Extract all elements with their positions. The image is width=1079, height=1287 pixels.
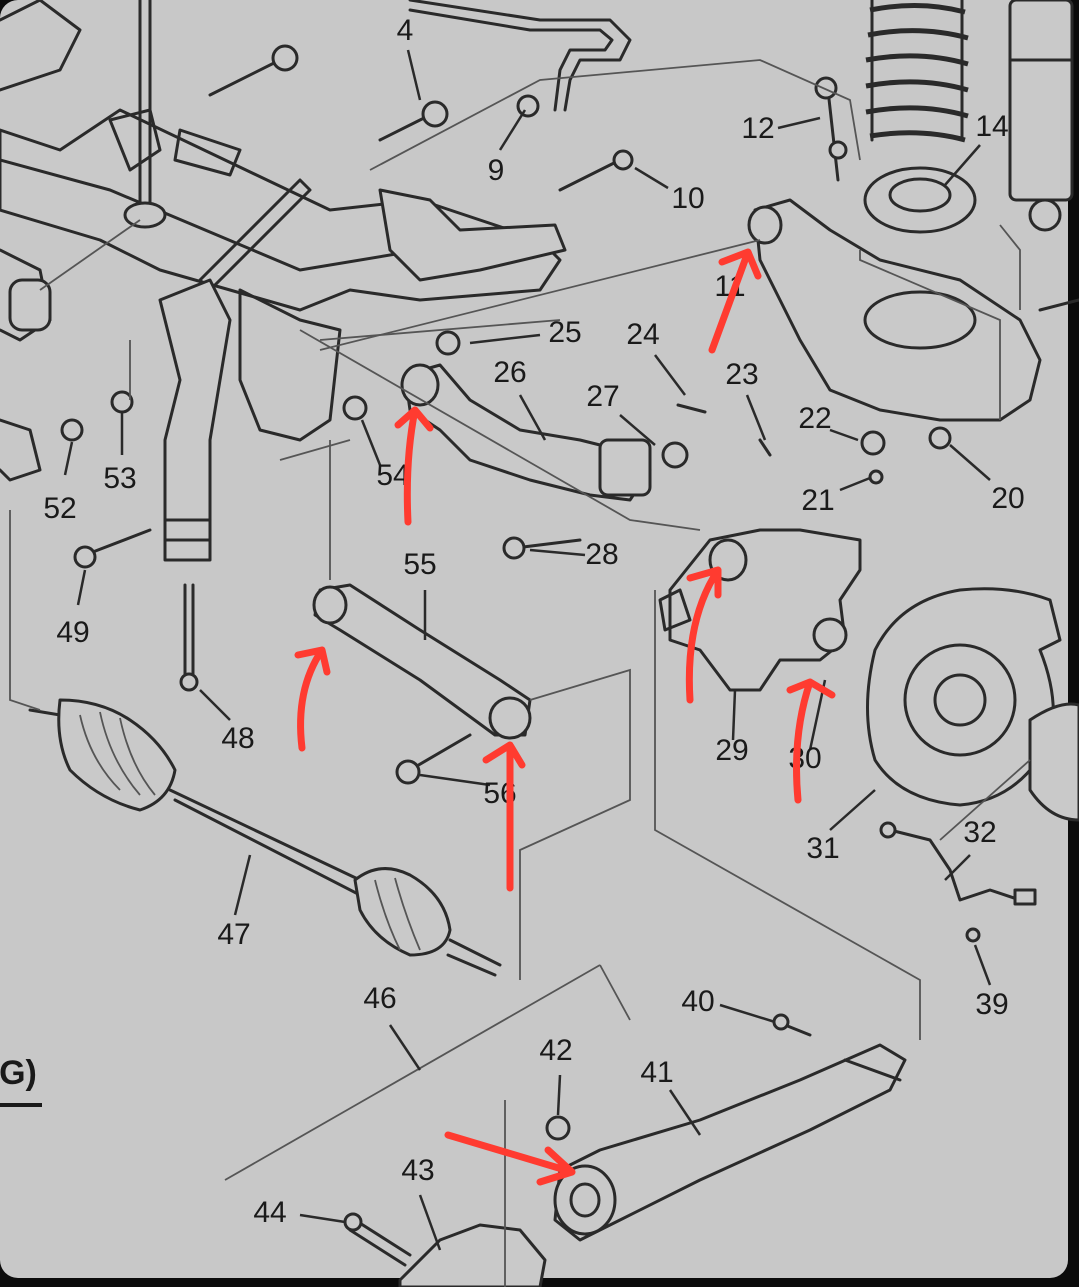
red-arrow-knuckle-upper [685,566,722,704]
red-arrow-spring-link-bushing [708,248,762,354]
callout-20: 20 [991,482,1024,515]
callout-24: 24 [626,318,659,351]
callout-12: 12 [741,112,774,145]
spring-link-arm [747,198,1042,422]
callout-14: 14 [975,110,1008,143]
trailing-arm-bracket [398,1223,547,1287]
callout-21: 21 [801,484,834,517]
callout-46: 46 [363,982,396,1015]
callout-31: 31 [806,832,839,865]
callout-41: 41 [640,1056,673,1089]
callout-55: 55 [403,548,436,581]
callout-49: 49 [56,616,89,649]
callout-26: 26 [493,356,526,389]
callout-42: 42 [539,1034,572,1067]
section-letter: G) [0,1054,37,1092]
loose-fasteners [60,298,1079,1267]
callout-27: 27 [586,380,619,413]
shock-absorber [1008,0,1074,232]
callout-39: 39 [975,988,1008,1021]
assembly-lines [9,59,1031,1287]
callout-25: 25 [548,316,581,349]
callout-4: 4 [397,14,414,47]
callout-47: 47 [217,918,250,951]
callout-40: 40 [681,985,714,1018]
red-arrow-toe-link-inner [294,646,331,752]
red-arrow-toe-link-outer [482,741,526,892]
callout-29: 29 [715,734,748,767]
callout-9: 9 [488,154,505,187]
upper-link-arm [400,363,652,502]
wheel-speed-sensor [879,821,1037,906]
red-arrow-trailing-arm-bushing [444,1131,576,1186]
callout-23: 23 [725,358,758,391]
callout-44: 44 [253,1196,286,1229]
section-letter-block: G) [0,1054,42,1107]
red-arrow-upper-link-bushing [394,406,434,526]
stabilizer-link [814,76,848,182]
subframe [0,0,567,562]
red-arrow-knuckle-lower [786,678,836,804]
half-shaft [28,698,502,977]
leader-lines [63,49,992,1251]
callout-43: 43 [401,1154,434,1187]
callout-22: 22 [798,402,831,435]
toe-link-arm [312,583,532,740]
callout-28: 28 [585,538,618,571]
callout-53: 53 [103,462,136,495]
callout-52: 52 [43,492,76,525]
callout-10: 10 [671,182,704,215]
backing-plate [866,587,1079,822]
trailing-arm [553,1043,907,1242]
callout-48: 48 [221,722,254,755]
red-annotations [294,248,836,1186]
callout-32: 32 [963,816,996,849]
